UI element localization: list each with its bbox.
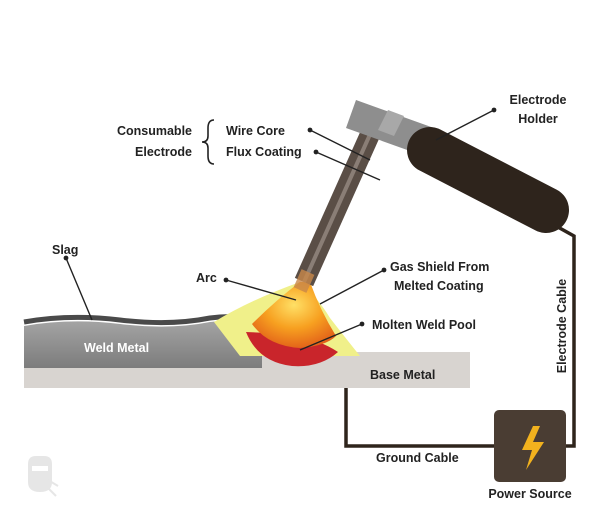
- molten-weld-pool-label: Molten Weld Pool: [372, 318, 476, 332]
- consumable-label-line2: Electrode: [135, 145, 192, 159]
- power-source: [494, 410, 566, 482]
- molten-weld-pool: [246, 332, 338, 367]
- power-source-label: Power Source: [488, 487, 571, 501]
- arc: [252, 282, 336, 348]
- base-metal-label: Base Metal: [370, 368, 435, 382]
- electrode-holder: [407, 127, 569, 233]
- electrode-cable: [555, 224, 576, 448]
- consumable-brace: [201, 119, 215, 165]
- arc-label: Arc: [196, 271, 217, 285]
- wire-core-label: Wire Core: [226, 124, 285, 138]
- weld-metal-label: Weld Metal: [84, 341, 149, 355]
- weld-metal: [24, 320, 262, 368]
- consumable-electrode: [293, 125, 382, 293]
- leader-lines: [63, 107, 497, 351]
- electrode-cable-label: Electrode Cable: [555, 279, 569, 374]
- flux-coating-label: Flux Coating: [226, 145, 302, 159]
- lightning-bolt-icon: [522, 426, 544, 470]
- welding-mask-logo-icon: [28, 456, 59, 497]
- consumable-label-line1: Consumable: [117, 124, 192, 138]
- gas-shield-label-line2: Melted Coating: [394, 279, 484, 293]
- ground-cable-label: Ground Cable: [376, 451, 459, 465]
- slag-label: Slag: [52, 243, 78, 257]
- electrode-holder-label-line1: Electrode: [510, 93, 567, 107]
- gas-shield-label-line1: Gas Shield From: [390, 260, 489, 274]
- electrode-holder-label-line2: Holder: [518, 112, 558, 126]
- ground-cable: [344, 388, 494, 448]
